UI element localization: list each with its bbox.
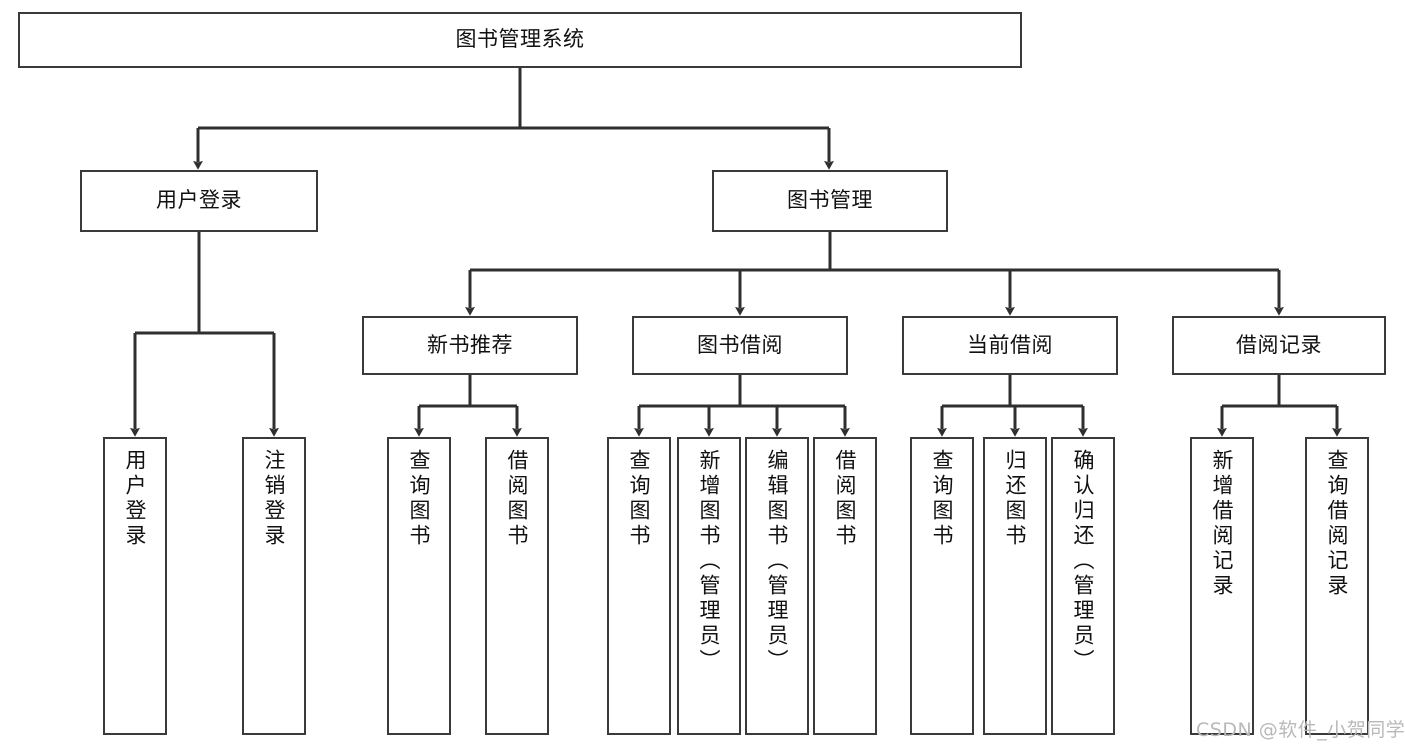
node-label: 归还图书	[1003, 449, 1028, 549]
node-label: 借阅图书	[505, 449, 530, 549]
node-label: 用户登录	[123, 449, 148, 549]
node-leaf-query-book-borrow[interactable]: 查询图书	[607, 437, 671, 735]
node-book-management[interactable]: 图书管理	[712, 170, 948, 232]
node-user-login[interactable]: 用户登录	[80, 170, 318, 232]
node-book-management-system[interactable]: 图书管理系统	[18, 12, 1022, 68]
node-leaf-query-book-recommend[interactable]: 查询图书	[387, 437, 451, 735]
node-leaf-query-borrow-record[interactable]: 查询借阅记录	[1305, 437, 1369, 735]
node-label: 编辑图书（管理员）	[765, 449, 790, 674]
node-label: 图书管理	[787, 188, 873, 213]
node-label: 查询图书	[930, 449, 955, 549]
node-label: 当前借阅	[967, 332, 1053, 357]
node-book-borrow[interactable]: 图书借阅	[632, 316, 848, 375]
node-label: 查询图书	[407, 449, 432, 549]
node-leaf-user-login[interactable]: 用户登录	[103, 437, 167, 735]
node-leaf-edit-book-admin[interactable]: 编辑图书（管理员）	[745, 437, 809, 735]
node-label: 查询借阅记录	[1325, 449, 1350, 599]
node-leaf-borrow-book-recommend[interactable]: 借阅图书	[485, 437, 549, 735]
node-label: 新增借阅记录	[1210, 449, 1235, 599]
node-leaf-confirm-return-admin[interactable]: 确认归还（管理员）	[1051, 437, 1115, 735]
node-leaf-add-borrow-record[interactable]: 新增借阅记录	[1190, 437, 1254, 735]
node-label: 借阅记录	[1236, 332, 1322, 357]
node-label: 新书推荐	[427, 332, 513, 357]
node-current-borrow[interactable]: 当前借阅	[902, 316, 1118, 375]
node-label: 用户登录	[156, 188, 242, 213]
node-leaf-logout[interactable]: 注销登录	[242, 437, 306, 735]
node-leaf-borrow-book[interactable]: 借阅图书	[813, 437, 877, 735]
node-label: 图书管理系统	[455, 27, 585, 52]
node-label: 查询图书	[627, 449, 652, 549]
node-label: 确认归还（管理员）	[1071, 449, 1096, 674]
node-leaf-query-book-current[interactable]: 查询图书	[910, 437, 974, 735]
node-label: 注销登录	[262, 449, 287, 549]
node-borrow-record[interactable]: 借阅记录	[1172, 316, 1386, 375]
node-label: 图书借阅	[697, 332, 783, 357]
node-label: 借阅图书	[833, 449, 858, 549]
node-leaf-add-book-admin[interactable]: 新增图书（管理员）	[677, 437, 741, 735]
node-new-book-recommend[interactable]: 新书推荐	[362, 316, 578, 375]
node-leaf-return-book[interactable]: 归还图书	[983, 437, 1047, 735]
node-label: 新增图书（管理员）	[697, 449, 722, 674]
